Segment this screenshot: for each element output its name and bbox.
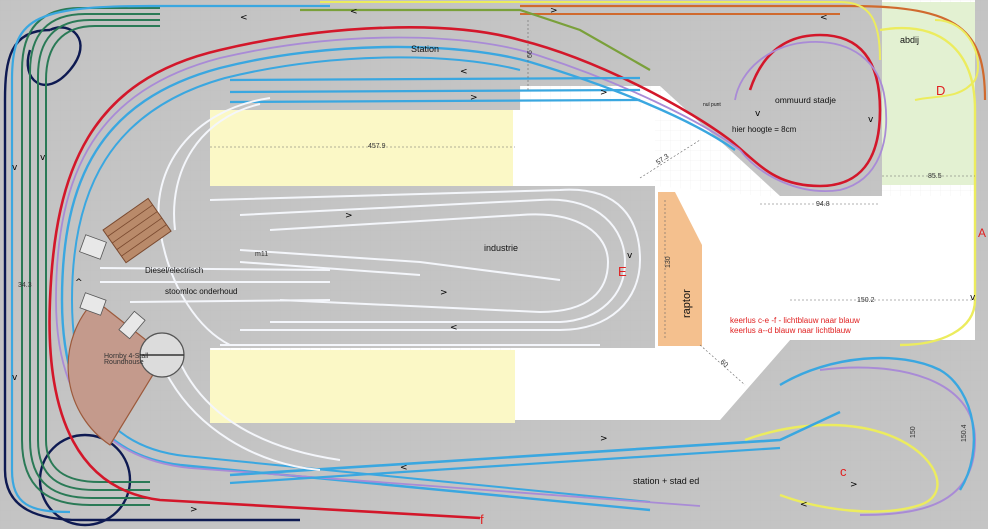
label-abdij: abdij [900,35,919,45]
arrow-glyph: > [550,6,558,16]
track-white-spur-3 [99,267,331,271]
track-green-2 [29,13,160,499]
track-green-3 [37,19,160,491]
dim-66: 66 [527,50,534,58]
arrow-glyph: < [240,13,248,23]
label-station: Station [411,44,439,54]
label-diesel: Diesel/electrisch [145,266,203,275]
arrow-glyph: v [627,251,633,261]
marker-f: f [480,512,484,527]
arrow-glyph: > [190,505,198,515]
dim-457: 457.9 [368,143,386,150]
dim-130: 130 [665,256,672,268]
dim-60: 60 [719,358,730,369]
small-building-1 [79,234,107,260]
diesel-shed [102,197,172,264]
marker-a: A [978,226,986,240]
arrow-glyph: > [440,288,448,298]
dim-94: 94.8 [816,201,830,208]
track-purple-loop [734,41,888,192]
track-navy [3,28,300,522]
track-yellow-c [744,423,939,513]
dim-150-4: 150.4 [961,424,968,442]
label-industrie: industrie [484,243,518,253]
arrow-glyph: > [470,93,478,103]
track-white-industrie-inner [269,213,610,314]
arrow-glyph: < [820,13,828,23]
labels: Station ommuurd stadje abdij hier hoogte… [104,35,986,527]
dim-150-2: 150.2 [857,297,875,304]
track-blue-station-top [229,76,641,82]
track-white-loop-2 [173,103,261,231]
arrow-glyph: < [350,7,358,17]
shed-note-2: Roundhouse [104,359,144,366]
engine-sheds [67,197,185,446]
track-yellow-right [879,26,977,347]
track-yellow-top [320,1,881,61]
arrow-glyph: < [460,67,468,77]
track-navy-loop-bottom [38,433,132,527]
arrow-glyph: > [600,434,608,444]
arrow-glyph: v [970,293,976,303]
raptor-zone [658,192,702,346]
arrow-glyph: < [400,463,408,473]
dim-85: 85.5 [928,173,942,180]
track-green-4 [45,25,160,483]
arrow-glyph: < [800,500,808,510]
direction-arrows: < < > < < > > v v v ^ > > < v > < < > v … [12,6,976,515]
dim-m: m11 [255,251,268,258]
arrow-glyph: ^ [75,278,83,288]
arrow-glyph: v [755,109,761,119]
arrow-glyph: v [12,373,18,383]
dim-150: 150 [910,426,917,438]
track-blue-bottom [229,410,841,477]
dimension-lines [210,20,975,386]
track-white-industrie-outer [209,188,642,331]
track-white-spur-1 [239,249,561,281]
arrow-glyph: > [345,211,353,221]
roundhouse [67,299,185,446]
inner-yellow-top [210,110,513,186]
arrow-glyph: > [600,88,608,98]
shed-note-1: Hornby 4-Stall [104,353,149,360]
track-white-spur-5 [129,299,331,303]
inner-yellow-bottom [210,350,515,423]
label-stoomloc: stoomloc onderhoud [165,287,238,296]
inner-white-right [515,186,975,420]
label-keerlus-1: keerlus c-e -f - lichtblauw naar blauw [730,316,860,325]
track-blue-station-top-2 [229,88,641,94]
track-white-spur-2 [239,261,421,276]
arrow-glyph: < [450,323,458,333]
label-hier-hoogte: hier hoogte = 8cm [732,125,797,134]
label-raptor: raptor [681,289,693,318]
track-green-1 [21,7,160,506]
small-building-3 [118,310,146,340]
arrow-glyph: v [868,115,874,125]
dim-34: 34.3 [18,282,32,289]
arrow-glyph: > [850,480,858,490]
track-white-industrie-mid [239,198,627,323]
label-nul-punt: nul punt [703,102,721,108]
track-blue-c [779,356,976,491]
track-yellow-abdij [914,19,980,101]
marker-e: E [618,264,627,279]
track-white-curve-bottom-2 [159,359,321,471]
track-blue-station-top-3 [229,98,641,104]
track-olive-top [300,8,651,71]
arrow-glyph: v [12,163,18,173]
track-white-curve-bottom [174,349,341,461]
abdij-zone [882,2,975,185]
marker-d: D [936,83,945,98]
track-blue-bottom-2 [229,446,781,485]
label-ommuurd: ommuurd stadje [775,95,836,105]
small-building-2 [79,292,107,316]
arrow-glyph: v [40,153,46,163]
inner-white-top [513,110,655,186]
label-station-stad: station + stad ed [633,476,699,486]
label-keerlus-2: keerlus a--d blauw naar lichtblauw [730,326,851,335]
marker-c: c [840,464,847,479]
track-blue-outer [10,4,330,514]
